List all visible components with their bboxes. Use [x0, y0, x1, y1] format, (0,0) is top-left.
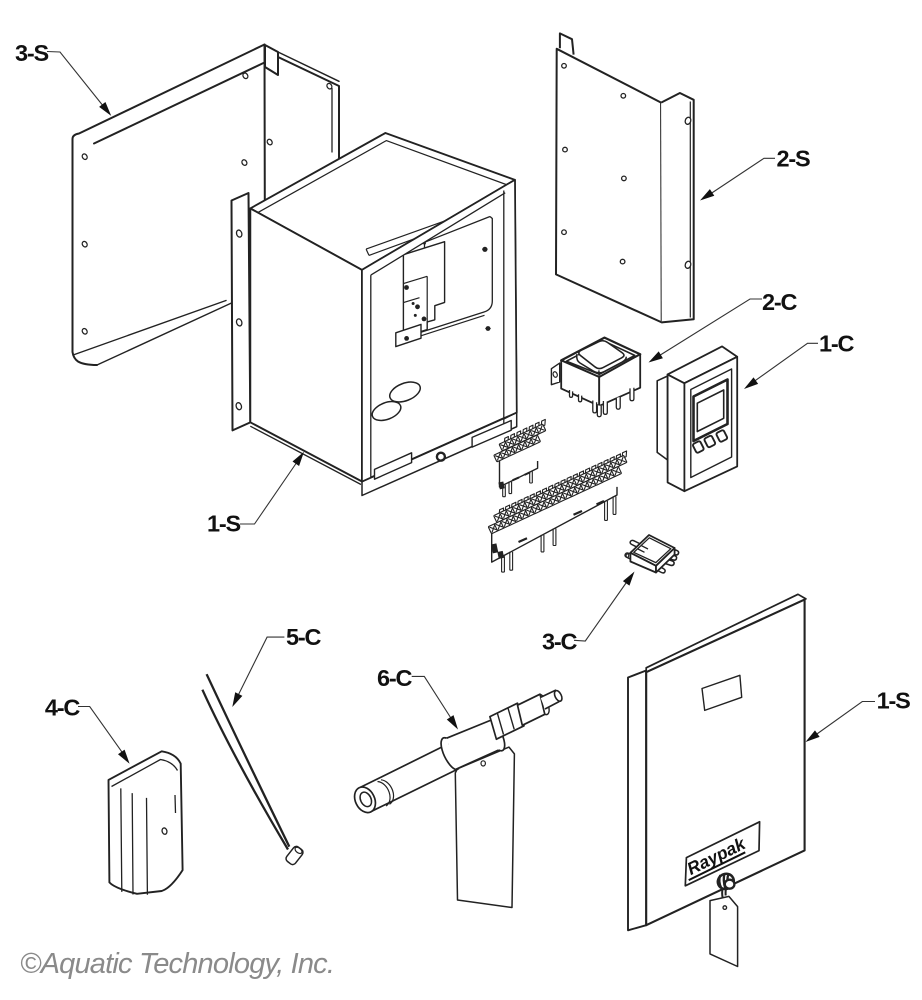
svg-text:2-C: 2-C	[762, 289, 797, 315]
svg-text:1-S: 1-S	[207, 511, 240, 537]
svg-text:©Aquatic Technology, Inc.: ©Aquatic Technology, Inc.	[20, 948, 334, 980]
svg-text:3-C: 3-C	[542, 629, 577, 655]
svg-text:4-C: 4-C	[45, 694, 80, 720]
svg-text:6-C: 6-C	[377, 665, 412, 691]
svg-text:1-C: 1-C	[819, 331, 854, 357]
svg-text:5-C: 5-C	[286, 624, 321, 650]
svg-text:1-S: 1-S	[877, 688, 910, 714]
svg-text:3-S: 3-S	[15, 40, 48, 66]
svg-text:2-S: 2-S	[777, 146, 810, 172]
